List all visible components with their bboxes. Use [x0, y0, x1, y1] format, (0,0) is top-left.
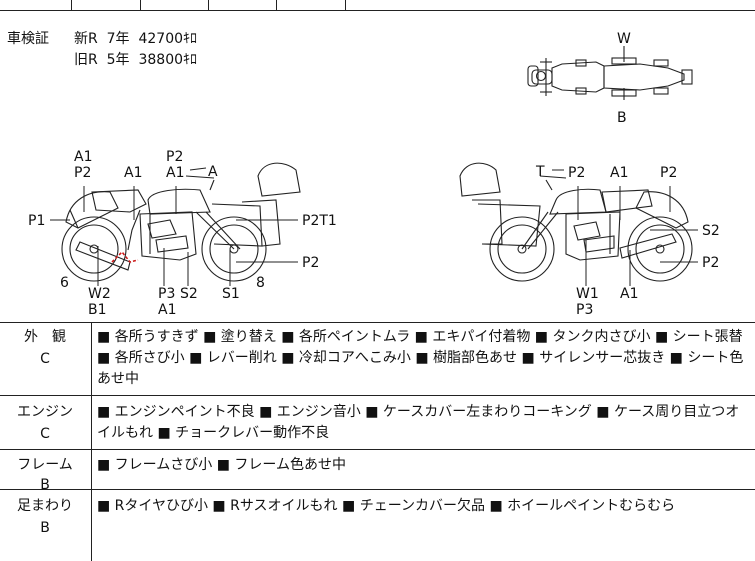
table-header-strip	[0, 0, 755, 11]
right-label-t: T	[535, 164, 545, 180]
left-label-w2: W2	[88, 286, 111, 302]
divider	[345, 0, 346, 10]
left-label-a1-top: A1	[74, 149, 92, 165]
top-view-diagram	[527, 46, 693, 100]
right-label-w1: W1	[576, 286, 599, 302]
left-label-s2: S2	[180, 286, 198, 302]
row-details: ■ エンジンペイント不良 ■ エンジン音小 ■ ケースカバー左まわりコーキング …	[97, 404, 740, 441]
left-label-p1: P1	[28, 213, 45, 229]
right-label-s2: S2	[702, 223, 720, 239]
left-label-p3: P3	[158, 286, 175, 302]
row-category: 足まわり	[17, 498, 73, 514]
row-details: ■ Rタイヤひび小 ■ Rサスオイルもれ ■ チェーンカバー欠品 ■ ホイールペ…	[97, 498, 676, 514]
left-label-a1-headlight: A1	[166, 165, 184, 181]
left-label-6: 6	[60, 275, 69, 291]
motorcycle-diagrams: W B	[28, 31, 720, 318]
row-grade: C	[40, 426, 50, 442]
left-label-8: 8	[256, 275, 265, 291]
row-category: 外 観	[24, 329, 66, 345]
top-view-label-b: B	[617, 110, 627, 126]
table-row-exterior: 外 観 C ■ 各所うすきず ■ 塗り替え ■ 各所ペイントムラ ■ エキパイ付…	[0, 322, 755, 396]
left-leader-lines	[50, 167, 298, 286]
diagram-panel: 車検証 新R 7年 42700ｷﾛ 旧R 5年 38800ｷﾛ	[0, 10, 755, 323]
column-divider	[91, 322, 92, 561]
row-grade: B	[40, 520, 50, 536]
right-label-p2-tail: P2	[660, 165, 677, 181]
condition-table: 外 観 C ■ 各所うすきず ■ 塗り替え ■ 各所ペイントムラ ■ エキパイ付…	[0, 322, 755, 561]
left-label-p2-front: P2	[302, 255, 319, 271]
row-category: フレーム	[17, 457, 73, 473]
left-label-b1: B1	[88, 302, 107, 318]
right-side-diagram	[459, 162, 693, 282]
row-details: ■ フレームさび小 ■ フレーム色あせ中	[97, 457, 346, 473]
left-label-p2t1: P2T1	[302, 213, 337, 229]
registration-line-new: 新R 7年 42700ｷﾛ	[74, 28, 197, 48]
row-grade: B	[40, 477, 50, 493]
reg-type: 旧R	[74, 52, 98, 68]
right-label-a1-bottom: A1	[620, 286, 638, 302]
left-label-s1: S1	[222, 286, 240, 302]
table-row-engine: エンジン C ■ エンジンペイント不良 ■ エンジン音小 ■ ケースカバー左まわ…	[0, 397, 755, 450]
left-label-p2-headlight: P2	[166, 149, 183, 165]
exhaust-defect-marker	[111, 250, 139, 263]
right-leader-lines	[552, 169, 698, 286]
divider	[208, 0, 209, 10]
left-label-a1-tank: A1	[124, 165, 142, 181]
registration-label: 車検証	[7, 31, 49, 47]
reg-years: 5年	[106, 52, 130, 68]
left-label-p2-top: P2	[74, 165, 91, 181]
row-category: エンジン	[17, 404, 73, 420]
reg-years: 7年	[106, 31, 130, 47]
table-row-frame: フレーム B ■ フレームさび小 ■ フレーム色あせ中	[0, 451, 755, 493]
left-label-a1-bottom: A1	[158, 302, 176, 318]
registration-line-old: 旧R 5年 38800ｷﾛ	[74, 49, 197, 69]
reg-value: 38800ｷﾛ	[138, 52, 198, 68]
row-grade: C	[40, 351, 50, 367]
left-label-a-mirror: A	[208, 164, 218, 180]
reg-type: 新R	[74, 31, 98, 47]
table-row-suspension: 足まわり B ■ Rタイヤひび小 ■ Rサスオイルもれ ■ チェーンカバー欠品 …	[0, 491, 755, 561]
right-label-p3: P3	[576, 302, 593, 318]
divider	[71, 0, 72, 10]
right-label-a1-tank: A1	[610, 165, 628, 181]
right-label-p2-rear: P2	[702, 255, 719, 271]
divider	[140, 0, 141, 10]
row-details: ■ 各所うすきず ■ 塗り替え ■ 各所ペイントムラ ■ エキパイ付着物 ■ タ…	[97, 329, 744, 387]
top-view-label-w: W	[617, 31, 631, 47]
divider	[276, 0, 277, 10]
right-label-p2-headlight: P2	[568, 165, 585, 181]
left-side-diagram	[61, 162, 301, 282]
reg-value: 42700ｷﾛ	[138, 31, 198, 47]
